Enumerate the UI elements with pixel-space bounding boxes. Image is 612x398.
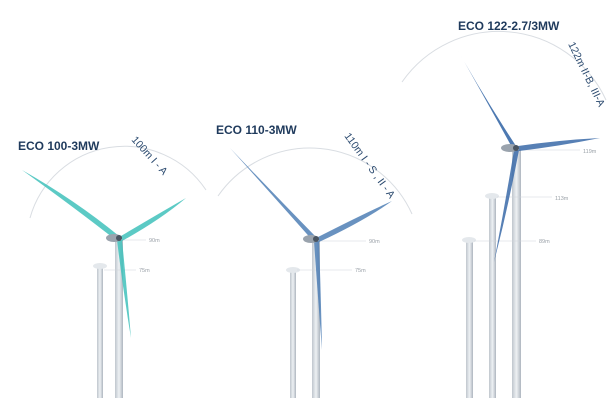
nacelle-mid: [485, 193, 499, 199]
rotor-size-label: 110m I - S , II - A: [342, 131, 398, 201]
blade: [318, 201, 392, 242]
blade: [314, 241, 322, 350]
tower-back: [290, 270, 296, 398]
rotor-arc: [401, 30, 607, 101]
hub-height-label: 89m: [539, 239, 550, 245]
hub-height-label: 90m: [149, 238, 160, 244]
model-title: ECO 110-3MW: [216, 123, 297, 137]
blade: [117, 240, 131, 338]
rotor-size-label: 122m II-B, III-A: [565, 40, 607, 109]
rotor-arc: [29, 145, 207, 219]
hub: [116, 235, 122, 241]
tower-mid: [489, 197, 496, 398]
hub-height-label: 113m: [555, 196, 569, 202]
hub-height-label: 75m: [139, 268, 150, 274]
nacelle-back: [462, 237, 476, 243]
hub-height-label: 90m: [369, 239, 380, 245]
turbine-eco-100: ECO 100-3MW 100m I - A 90m 75m: [18, 134, 207, 398]
model-title: ECO 122-2.7/3MW: [458, 19, 560, 33]
nacelle-back: [93, 263, 107, 269]
turbine-eco-122: ECO 122-2.7/3MW 122m II-B, III-A 119m 11…: [401, 19, 607, 398]
model-title: ECO 100-3MW: [18, 139, 100, 153]
blade: [452, 40, 516, 151]
hub: [513, 145, 519, 151]
nacelle-back: [286, 267, 300, 273]
tower-main: [312, 241, 320, 398]
turbine-eco-110: ECO 110-3MW 110m I - S , II - A 90m 75m: [216, 123, 413, 398]
rotor-size-label: 100m I - A: [129, 134, 170, 178]
blade: [230, 148, 316, 242]
blade: [518, 138, 600, 151]
hub-height-label: 75m: [355, 268, 366, 274]
tower-back: [97, 266, 103, 398]
hub: [313, 236, 319, 242]
rotor-arc: [217, 147, 413, 215]
blade: [494, 150, 519, 262]
tower-back: [466, 241, 473, 398]
tower-main: [115, 240, 123, 398]
hub-height-label: 119m: [583, 149, 597, 155]
tower-main: [512, 150, 521, 398]
blade: [22, 170, 119, 241]
blade: [121, 198, 186, 241]
